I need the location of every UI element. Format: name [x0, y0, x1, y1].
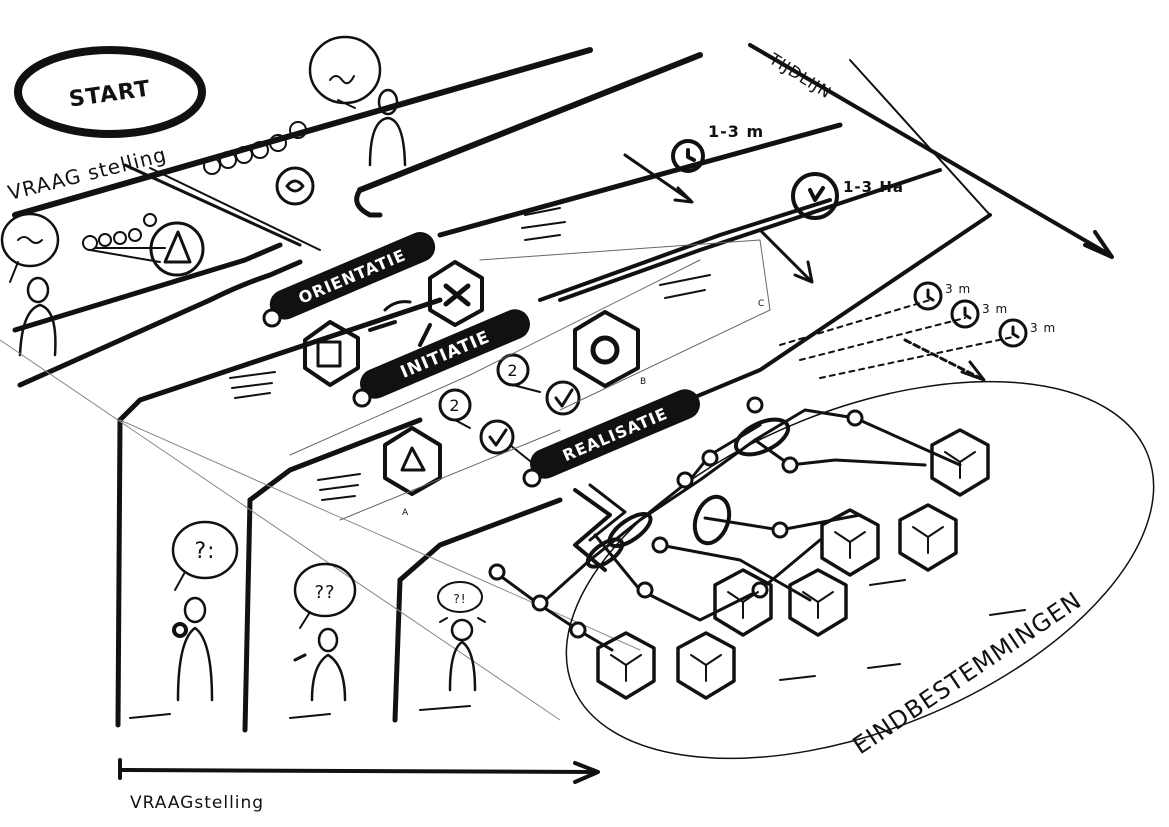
cube-2 [820, 508, 880, 577]
column-face-3 [392, 577, 403, 723]
triangle-circle-left [149, 221, 205, 277]
funnel-bottom [17, 259, 303, 388]
speech-bubble-left [0, 212, 60, 268]
band-third-bottom [247, 417, 423, 503]
perspective-line-2 [119, 419, 641, 651]
cube-4 [713, 568, 773, 637]
perspective-line-1 [0, 339, 561, 721]
scribble-node-3 [607, 511, 653, 549]
band-second-right [538, 198, 832, 302]
person-body-top [368, 116, 407, 167]
band-fourth-bottom [397, 497, 563, 583]
person-body-2 [310, 653, 347, 702]
cube-7 [676, 631, 736, 700]
network-nodes [488, 396, 864, 639]
band-top-line [12, 47, 593, 218]
circle-chain-left [82, 213, 166, 263]
person-head-2 [317, 627, 339, 653]
clock-circle-4 [950, 299, 980, 329]
clock-circle-2 [791, 172, 839, 220]
speech-bubble-top [308, 35, 382, 105]
cube-1 [930, 428, 990, 497]
question-text-2: ?? [314, 582, 335, 603]
hexagon-cross [428, 260, 484, 327]
person-body-1 [176, 626, 214, 702]
eindbestemmingen-label: EINDBESTEMMINGEN [848, 586, 1087, 760]
person-head-1 [183, 596, 207, 624]
duration-2: 1-3 Ha [843, 178, 904, 196]
duration-4: 3 m [982, 302, 1008, 316]
clock-circle-5 [998, 318, 1028, 348]
person-body-left [18, 303, 57, 357]
question-bubble-3 [437, 581, 483, 613]
cube-3 [898, 503, 958, 572]
band-second-top [437, 122, 843, 238]
check-circle-1 [545, 380, 581, 416]
text-scribbles [129, 207, 1026, 719]
timeline-arrowhead [1083, 230, 1114, 259]
column-face-2 [242, 497, 253, 733]
funnel-notch [354, 187, 383, 218]
start-ellipse [14, 46, 206, 138]
person-head-top [377, 88, 399, 116]
person-body-3 [448, 640, 477, 692]
column-face-1 [115, 417, 123, 728]
triangle-icon-left [163, 230, 192, 264]
b-circle [275, 166, 315, 206]
scribble-node-2 [692, 494, 732, 546]
duration-1: 1-3 m [708, 122, 764, 141]
question-text-3: ?! [453, 592, 466, 606]
bottom-axis-arrowhead [573, 761, 600, 784]
question-line-2 [149, 167, 321, 251]
question-text-1: ?: [194, 539, 215, 564]
funnel-left [12, 242, 283, 333]
tiny-label-a: A [402, 508, 409, 518]
clock-circle-3 [913, 281, 943, 311]
person-head-3 [450, 618, 474, 642]
clock-circle-1 [671, 139, 705, 173]
band-third-top [558, 168, 942, 302]
scribble-node-1 [733, 417, 791, 457]
duration-3: 3 m [945, 282, 971, 296]
hexagon-triangle [383, 426, 442, 496]
question-bubble-2 [293, 562, 357, 618]
start-label: START [68, 76, 153, 112]
cube-6 [596, 631, 656, 700]
hexagon-circle [573, 310, 640, 388]
destination-ellipse [565, 380, 1155, 760]
step-2b-number: 2 [449, 396, 460, 415]
duration-5: 3 m [1030, 321, 1056, 335]
question-bubble-1 [171, 520, 239, 580]
tiny-label-c: C [758, 299, 765, 309]
tiny-label-b: B [640, 377, 647, 387]
person-head-left [26, 276, 50, 304]
vraagstelling-bottom-label: VRAAGstelling [130, 793, 264, 813]
hexagon-square [303, 320, 360, 387]
check-circle-2 [479, 419, 515, 455]
band-top-right [357, 52, 703, 193]
question-line [123, 163, 302, 247]
cube-5 [788, 568, 848, 637]
step-2a-number: 2 [507, 361, 518, 380]
bottom-axis [118, 758, 597, 780]
band-second-bottom [117, 297, 443, 423]
scribble-node-4 [585, 537, 625, 569]
tijdlijn-label: TIJDLIJN [765, 49, 835, 103]
